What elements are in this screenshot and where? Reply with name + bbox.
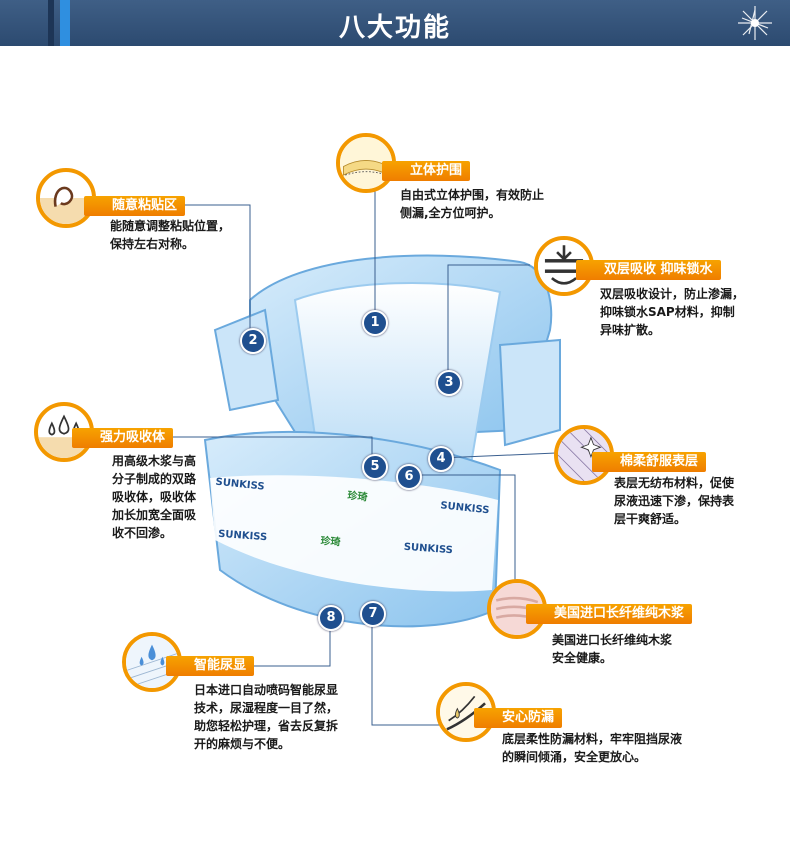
feature-label-tape-area: 随意粘贴区 bbox=[84, 196, 186, 216]
feature-label-absorber: 强力吸收体 bbox=[72, 428, 174, 448]
feature-desc-soft-top-layer: 表层无纺布材料，促使尿液迅速下渗，保持表层干爽舒适。 bbox=[614, 476, 735, 526]
badge-3: 3 bbox=[436, 370, 462, 396]
feature-desc-absorber: 用高级木浆与高分子制成的双路吸收体，吸收体加长加宽全面吸收不回渗。 bbox=[112, 454, 197, 540]
feature-label-leak-guard: 立体护围 bbox=[382, 161, 471, 181]
header-accent-blue bbox=[60, 0, 70, 46]
feature-label-wetness-indicator: 智能尿显 bbox=[166, 656, 255, 676]
feature-label-wood-pulp: 美国进口长纤维纯木浆 bbox=[526, 604, 693, 624]
badge-2: 2 bbox=[240, 328, 266, 354]
right-tape-area bbox=[498, 338, 561, 447]
brand-print-band bbox=[210, 475, 498, 592]
feature-label-soft-top-layer: 棉柔舒服表层 bbox=[592, 452, 707, 472]
page-title: 八大功能 bbox=[338, 13, 451, 43]
feature-label-anti-leak: 安心防漏 bbox=[474, 708, 563, 728]
badge-6: 6 bbox=[396, 464, 422, 490]
badge-1: 1 bbox=[362, 310, 388, 336]
feature-desc-wood-pulp: 美国进口长纤维纯木浆安全健康。 bbox=[552, 633, 673, 665]
feature-desc-anti-leak: 底层柔性防漏材料，牢牢阻挡尿液的瞬间倾涌，安全更放心。 bbox=[502, 732, 683, 764]
feature-desc-double-layer: 双层吸收设计，防止渗漏，抑味锁水SAP材料，抑制异味扩散。 bbox=[600, 287, 745, 337]
brand-name-cn: 珍琦 bbox=[320, 535, 341, 549]
feature-desc-leak-guard: 自由式立体护围，有效防止侧漏,全方位呵护。 bbox=[400, 188, 545, 220]
sparkle-star-icon bbox=[738, 6, 772, 40]
badge-4: 4 bbox=[428, 446, 454, 472]
diaper-absorbent-core bbox=[293, 282, 502, 471]
badge-7: 7 bbox=[360, 601, 386, 627]
header-bar: 八大功能 bbox=[0, 0, 790, 46]
feature-desc-wetness-indicator: 日本进口自动喷码智能尿显技术，尿湿程度一目了然，助您轻松护理，省去反复拆开的麻烦… bbox=[194, 683, 339, 751]
feature-label-double-layer: 双层吸收 抑味锁水 bbox=[576, 260, 721, 280]
header-accent-dark bbox=[48, 0, 54, 46]
badge-8: 8 bbox=[318, 605, 344, 631]
badge-5: 5 bbox=[362, 454, 388, 480]
brand-name-cn: 珍琦 bbox=[346, 490, 368, 504]
feature-desc-tape-area: 能随意调整粘贴位置，保持左右对称。 bbox=[110, 219, 231, 251]
